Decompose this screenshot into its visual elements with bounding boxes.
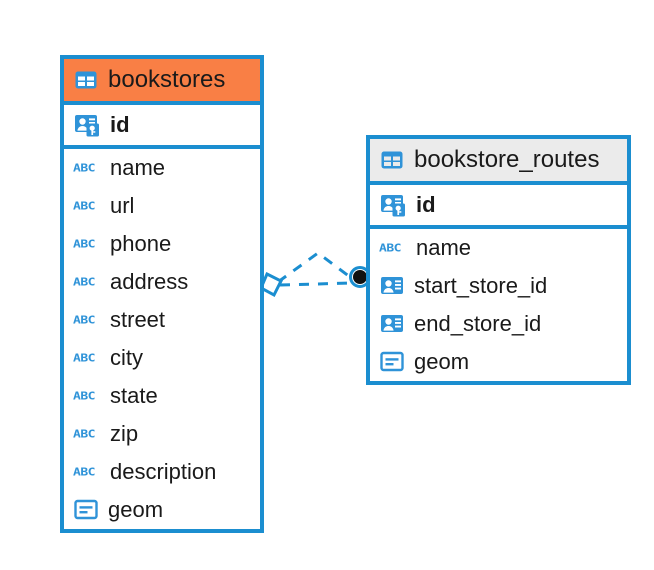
field-label: street [110, 307, 166, 332]
text-abc-icon: ABC [73, 351, 95, 365]
text-abc-icon: ABC [73, 313, 95, 327]
table-icon [73, 67, 99, 93]
field-row-geom[interactable]: geom [370, 343, 627, 381]
diamond-marker [259, 271, 284, 298]
foreign-key-icon [379, 274, 405, 298]
field-label: id [110, 112, 130, 137]
field-label: state [110, 383, 158, 408]
text-abc-icon: ABC [73, 275, 95, 289]
field-label: name [416, 235, 472, 260]
field-label: start_store_id [414, 273, 548, 298]
relationship-edge-upper [277, 251, 355, 284]
field-label: end_store_id [414, 311, 542, 336]
primary-key-icon [379, 192, 407, 218]
text-abc-icon: ABC [73, 465, 95, 479]
field-label: city [110, 345, 143, 370]
field-label: url [110, 193, 135, 218]
field-row-end-store-id[interactable]: end_store_id [370, 305, 627, 343]
field-row-geom[interactable]: geom [64, 491, 260, 529]
field-label: id [416, 192, 436, 217]
field-label: geom [108, 497, 164, 522]
field-row-city[interactable]: ABC city [64, 339, 260, 377]
entity-title: bookstore_routes [414, 146, 600, 173]
field-row-state[interactable]: ABC state [64, 377, 260, 415]
geometry-icon [379, 350, 405, 374]
geometry-icon [73, 498, 99, 522]
field-label: zip [110, 421, 139, 446]
entity-bookstores[interactable]: bookstores id ABC name [60, 55, 264, 533]
field-row-phone[interactable]: ABC phone [64, 225, 260, 263]
foreign-key-icon [379, 312, 405, 336]
primary-key-icon [73, 112, 101, 138]
entity-header-bookstore-routes[interactable]: bookstore_routes [370, 139, 627, 185]
entity-header-bookstores[interactable]: bookstores [64, 59, 260, 105]
field-row-url[interactable]: ABC url [64, 187, 260, 225]
text-abc-icon: ABC [73, 427, 95, 441]
field-label: phone [110, 231, 172, 256]
text-abc-icon: ABC [73, 161, 95, 175]
entity-title: bookstores [108, 66, 226, 93]
field-row-name[interactable]: ABC name [64, 149, 260, 187]
table-icon [379, 147, 405, 173]
entity-bookstore-routes[interactable]: bookstore_routes id ABC name [366, 135, 631, 385]
field-label: address [110, 269, 189, 294]
text-abc-icon: ABC [73, 237, 95, 251]
text-abc-icon: ABC [379, 241, 401, 255]
field-row-street[interactable]: ABC street [64, 301, 260, 339]
field-row-address[interactable]: ABC address [64, 263, 260, 301]
field-row-primary-key[interactable]: id [370, 185, 627, 229]
text-abc-icon: ABC [73, 389, 95, 403]
field-label: geom [414, 349, 470, 374]
field-label: description [110, 459, 217, 484]
field-label: name [110, 155, 166, 180]
field-row-description[interactable]: ABC description [64, 453, 260, 491]
field-row-primary-key[interactable]: id [64, 105, 260, 149]
relationship-edge-lower [279, 281, 353, 287]
field-row-zip[interactable]: ABC zip [64, 415, 260, 453]
field-row-start-store-id[interactable]: start_store_id [370, 267, 627, 305]
text-abc-icon: ABC [73, 199, 95, 213]
field-row-name[interactable]: ABC name [370, 229, 627, 267]
